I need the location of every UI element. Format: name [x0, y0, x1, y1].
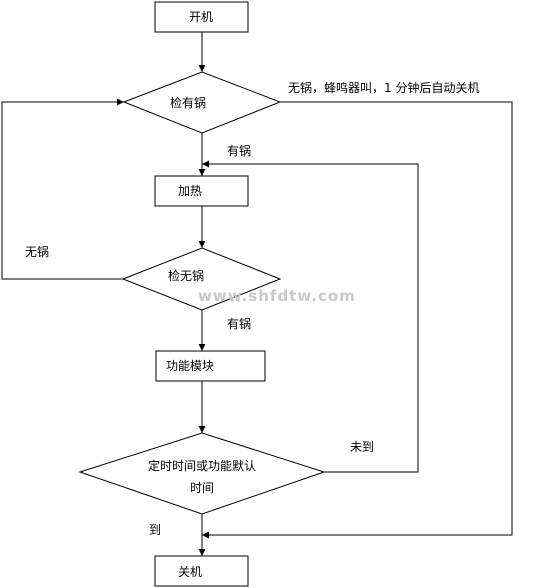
- timer-check-decision-label-line1: 定时时间或功能默认: [148, 458, 256, 473]
- connector-no-pan-shutdown: [202, 101, 513, 539]
- edge-label-no-pan-beep: 无锅，蜂鸣器叫，1 分钟后自动关机: [288, 80, 479, 95]
- edge-label-not-reached: 未到: [350, 440, 374, 454]
- start-node-label: 开机: [189, 10, 213, 24]
- timer-check-decision-label-line2: 时间: [190, 481, 214, 495]
- edge-label-reached: 到: [149, 523, 161, 537]
- function-module-node-label: 功能模块: [166, 359, 214, 373]
- start-node: 开机: [154, 1, 249, 33]
- connector-no-pan-loop: [1, 98, 124, 280]
- check-no-pan-decision-label: 检无锅: [168, 268, 204, 283]
- check-pan-decision: 检有锅: [122, 71, 282, 134]
- connector-not-reached-loop: [202, 160, 419, 473]
- end-node: 关机: [154, 555, 249, 587]
- end-node-label: 关机: [178, 565, 202, 579]
- edge-label-has-pan-bottom: 有锅: [227, 316, 251, 331]
- edge-label-has-pan-top: 有锅: [227, 143, 251, 158]
- heat-node: 加热: [154, 175, 249, 207]
- watermark-text: www.shfdtw.com: [198, 287, 356, 305]
- function-module-node: 功能模块: [155, 350, 266, 382]
- check-pan-decision-label: 检有锅: [170, 95, 206, 110]
- edge-label-no-pan-loop: 无锅: [25, 244, 49, 259]
- check-no-pan-decision: 检无锅: [121, 247, 282, 311]
- timer-check-decision: 定时时间或功能默认 时间: [78, 432, 326, 515]
- heat-node-label: 加热: [178, 184, 202, 198]
